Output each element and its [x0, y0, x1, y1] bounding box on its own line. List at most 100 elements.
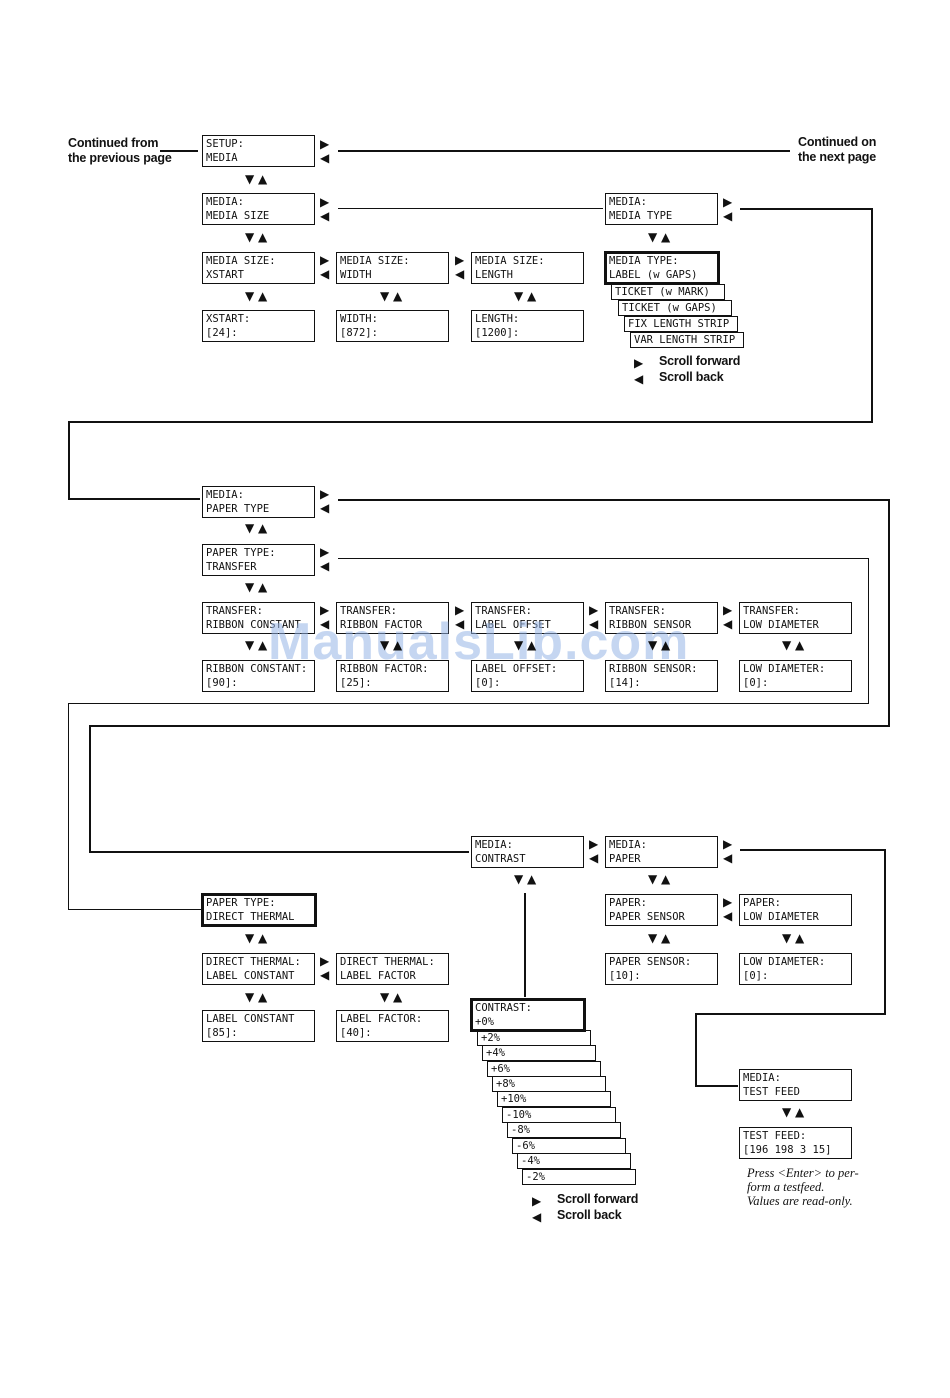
test-feed-value-box: TEST FEED:[196 198 3 15]: [739, 1127, 852, 1159]
low-diameter-value-box-2: LOW DIAMETER:[0]:: [739, 953, 852, 985]
down-arrow-icon: ▼: [245, 521, 255, 535]
media-paper-type-box: MEDIA:PAPER TYPE: [202, 486, 315, 518]
down-arrow-icon: ▼: [514, 872, 524, 886]
left-arrow-icon: ◀: [455, 267, 465, 281]
contrast-option: +4%: [482, 1045, 596, 1061]
down-arrow-icon: ▼: [380, 289, 390, 303]
left-arrow-icon: ◀: [320, 559, 330, 573]
right-arrow-icon: ▶: [723, 837, 733, 851]
right-arrow-icon: ▶: [320, 253, 330, 267]
connector-line: [695, 1085, 738, 1087]
connector-line: [68, 421, 70, 500]
setup-media-box: SETUP:MEDIA: [202, 135, 315, 167]
left-arrow-icon: ◀: [320, 501, 330, 515]
low-diameter-value-box: LOW DIAMETER:[0]:: [739, 660, 852, 692]
contrast-option: -10%: [502, 1107, 616, 1123]
right-arrow-icon: ▶: [723, 895, 733, 909]
left-arrow-icon: ◀: [723, 617, 733, 631]
up-arrow-icon: ▲: [258, 172, 268, 186]
left-arrow-icon: ◀: [589, 851, 599, 865]
contrast-option: +10%: [497, 1091, 611, 1107]
down-arrow-icon: ▼: [782, 638, 792, 652]
down-arrow-icon: ▼: [514, 638, 524, 652]
watermark: ManualsLib.com: [268, 613, 690, 671]
scroll-forward-icon: ▶: [532, 1194, 542, 1208]
label-factor-value-box: LABEL FACTOR:[40]:: [336, 1010, 449, 1042]
transfer-ribbon-constant-box: TRANSFER:RIBBON CONSTANT: [202, 602, 315, 634]
connector-line: [68, 703, 869, 704]
down-arrow-icon: ▼: [245, 230, 255, 244]
direct-thermal-label-factor-box: DIRECT THERMAL:LABEL FACTOR: [336, 953, 449, 985]
connector-line: [68, 421, 873, 423]
up-arrow-icon: ▲: [795, 931, 805, 945]
up-arrow-icon: ▲: [393, 289, 403, 303]
media-media-size-box: MEDIA:MEDIA SIZE: [202, 193, 315, 225]
left-arrow-icon: ◀: [320, 151, 330, 165]
down-arrow-icon: ▼: [648, 931, 658, 945]
media-type-option: VAR LENGTH STRIP: [630, 332, 744, 348]
right-arrow-icon: ▶: [320, 545, 330, 559]
up-arrow-icon: ▲: [258, 990, 268, 1004]
connector-line: [89, 725, 91, 853]
left-arrow-icon: ◀: [723, 209, 733, 223]
up-arrow-icon: ▲: [258, 521, 268, 535]
up-arrow-icon: ▲: [258, 931, 268, 945]
up-arrow-icon: ▲: [393, 990, 403, 1004]
connector-line: [338, 150, 790, 152]
media-type-label-box: MEDIA TYPE:LABEL (w GAPS): [604, 251, 720, 285]
label-constant-value-box: LABEL CONSTANT[85]:: [202, 1010, 315, 1042]
down-arrow-icon: ▼: [245, 638, 255, 652]
connector-line: [740, 849, 886, 851]
media-size-length-box: MEDIA SIZE:LENGTH: [471, 252, 584, 284]
up-arrow-icon: ▲: [527, 872, 537, 886]
left-arrow-icon: ◀: [589, 617, 599, 631]
down-arrow-icon: ▼: [245, 172, 255, 186]
right-arrow-icon: ▶: [723, 603, 733, 617]
up-arrow-icon: ▲: [661, 638, 671, 652]
connector-line: [888, 499, 890, 727]
connector-line: [868, 558, 869, 704]
connector-line: [338, 558, 869, 559]
xstart-value-box: XSTART:[24]:: [202, 310, 315, 342]
down-arrow-icon: ▼: [648, 872, 658, 886]
contrast-option: +2%: [477, 1030, 591, 1046]
up-arrow-icon: ▲: [661, 230, 671, 244]
media-media-type-box: MEDIA:MEDIA TYPE: [605, 193, 718, 225]
connector-line: [338, 208, 603, 209]
left-arrow-icon: ◀: [723, 909, 733, 923]
right-arrow-icon: ▶: [320, 603, 330, 617]
paper-type-transfer-box: PAPER TYPE:TRANSFER: [202, 544, 315, 576]
connector-line: [68, 703, 69, 910]
right-arrow-icon: ▶: [455, 603, 465, 617]
transfer-label-offset-box: TRANSFER:LABEL OFFSET: [471, 602, 584, 634]
right-arrow-icon: ▶: [589, 603, 599, 617]
paper-paper-sensor-box: PAPER:PAPER SENSOR: [605, 894, 718, 926]
connector-line: [695, 1013, 886, 1015]
paper-sensor-value-box: PAPER SENSOR:[10]:: [605, 953, 718, 985]
contrast-option: -2%: [522, 1169, 636, 1185]
ribbon-factor-value-box: RIBBON FACTOR:[25]:: [336, 660, 449, 692]
media-size-width-box: MEDIA SIZE:WIDTH: [336, 252, 449, 284]
up-arrow-icon: ▲: [258, 289, 268, 303]
contrast-value-box: CONTRAST:+0%: [470, 998, 586, 1032]
connector-line: [68, 498, 200, 500]
transfer-low-diameter-box: TRANSFER:LOW DIAMETER: [739, 602, 852, 634]
media-size-xstart-box: MEDIA SIZE:XSTART: [202, 252, 315, 284]
scroll-back-icon: ◀: [634, 372, 644, 386]
scroll-back-label: Scroll back: [659, 370, 724, 384]
left-arrow-icon: ◀: [320, 617, 330, 631]
up-arrow-icon: ▲: [258, 638, 268, 652]
left-arrow-icon: ◀: [320, 968, 330, 982]
connector-line: [871, 208, 873, 423]
down-arrow-icon: ▼: [782, 931, 792, 945]
right-arrow-icon: ▶: [589, 837, 599, 851]
contrast-option: -4%: [517, 1153, 631, 1169]
scroll-forward-label: Scroll forward: [659, 354, 741, 368]
media-type-option: FIX LENGTH STRIP: [624, 316, 738, 332]
down-arrow-icon: ▼: [245, 990, 255, 1004]
transfer-ribbon-factor-box: TRANSFER:RIBBON FACTOR: [336, 602, 449, 634]
down-arrow-icon: ▼: [648, 638, 658, 652]
transfer-ribbon-sensor-box: TRANSFER:RIBBON SENSOR: [605, 602, 718, 634]
